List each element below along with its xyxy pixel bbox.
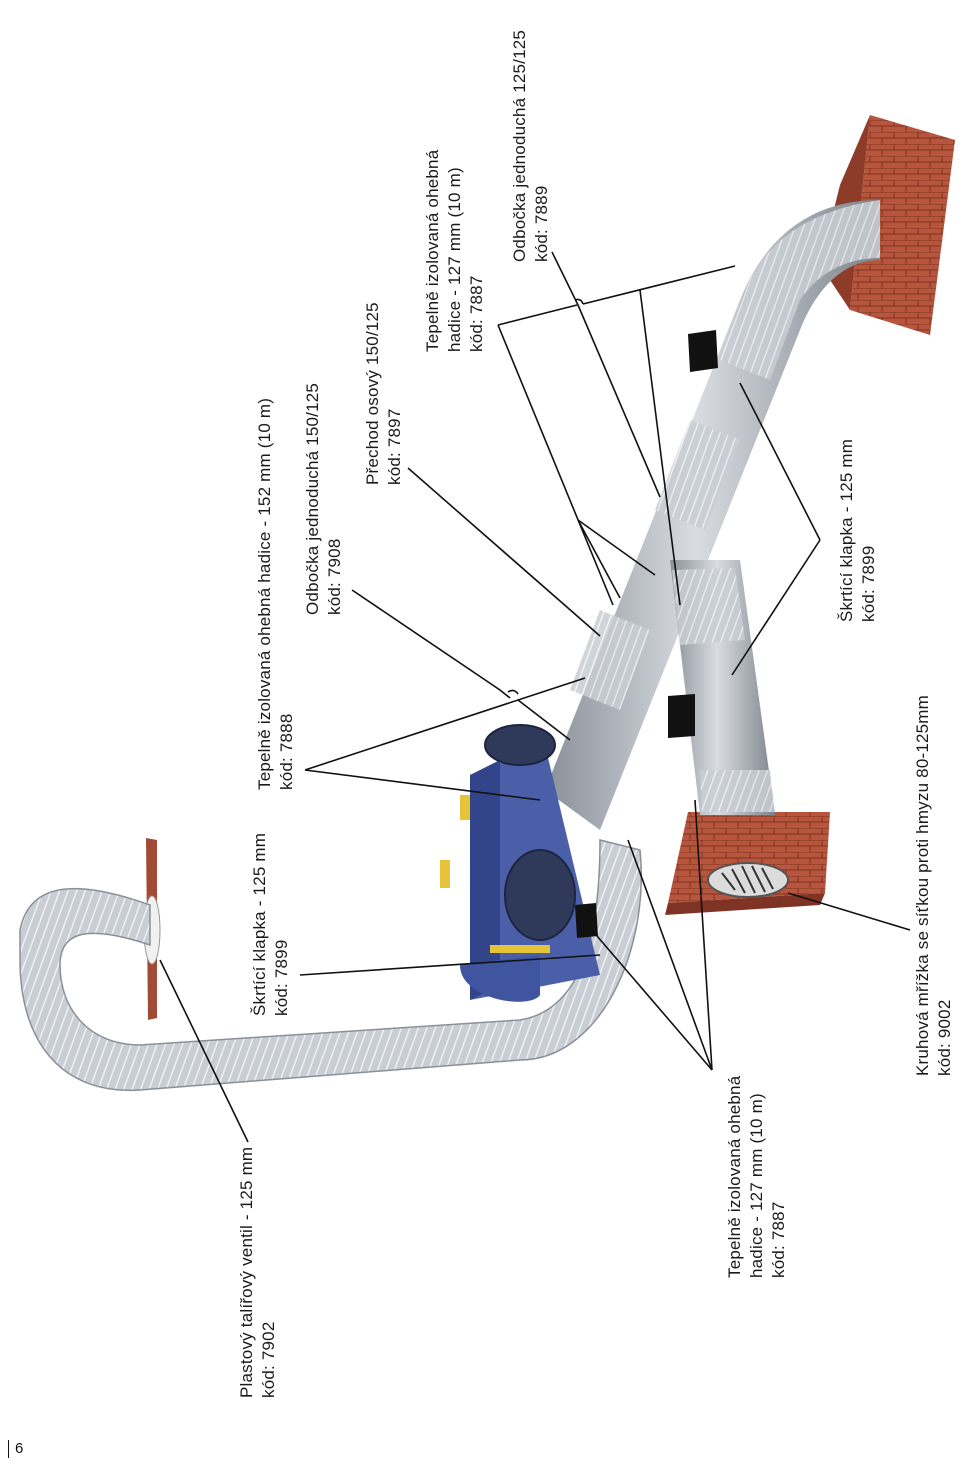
label-klapka-right: Škrtící klapka - 125 mm kód: 7899 — [837, 439, 878, 622]
damper-middle — [668, 694, 695, 738]
label-klapka-left-line1: Škrtící klapka - 125 mm — [250, 833, 269, 1016]
label-hadice-127-top-line1: Tepelně izolovaná ohebná — [423, 149, 442, 352]
label-odbocka-150: Odbočka jednoduchá 150/125 kód: 7908 — [303, 383, 344, 615]
label-hadice-152: Tepelně izolovaná ohebná hadice - 152 mm… — [255, 398, 296, 790]
label-hadice-127-bottom-line3: kód: 7887 — [769, 1202, 788, 1278]
label-klapka-left: Škrtící klapka - 125 mm kód: 7899 — [250, 833, 291, 1016]
label-hadice-127-bottom-line2: hadice - 127 mm (10 m) — [747, 1093, 766, 1278]
label-mrizka: Kruhová mřížka se síťkou proti hmyzu 80-… — [913, 695, 954, 1076]
label-klapka-left-line2: kód: 7899 — [272, 940, 291, 1016]
label-hadice-127-top-line3: kód: 7887 — [467, 276, 486, 352]
label-odbocka-125-line1: Odbočka jednoduchá 125/125 — [510, 30, 529, 262]
duct-branch — [670, 560, 775, 815]
label-hadice-127-bottom: Tepelně izolovaná ohebná hadice - 127 mm… — [725, 1075, 788, 1278]
label-prechod-line2: kód: 7897 — [385, 409, 404, 485]
duct-loop — [19, 839, 642, 1091]
label-prechod: Přechod osový 150/125 kód: 7897 — [363, 302, 404, 485]
label-odbocka-150-line1: Odbočka jednoduchá 150/125 — [303, 383, 322, 615]
label-hadice-152-line1: Tepelně izolovaná ohebná hadice - 152 mm… — [255, 398, 274, 790]
label-klapka-right-line1: Škrtící klapka - 125 mm — [837, 439, 856, 622]
label-hadice-127-top: Tepelně izolovaná ohebná hadice - 127 mm… — [423, 149, 486, 352]
label-hadice-152-line2: kód: 7888 — [277, 714, 296, 790]
leader-lines — [159, 251, 911, 1143]
label-hadice-127-bottom-line1: Tepelně izolovaná ohebná — [725, 1075, 744, 1278]
round-grille — [707, 862, 789, 898]
label-mrizka-line1: Kruhová mřížka se síťkou proti hmyzu 80-… — [913, 695, 932, 1076]
label-hadice-127-top-line2: hadice - 127 mm (10 m) — [445, 167, 464, 352]
label-klapka-right-line2: kód: 7899 — [859, 546, 878, 622]
duct-main — [545, 200, 880, 830]
label-ventil: Plastový talířový ventil - 125 mm kód: 7… — [237, 1147, 278, 1398]
page-number: 6 — [8, 1440, 23, 1458]
label-prechod-line1: Přechod osový 150/125 — [363, 302, 382, 485]
label-odbocka-125-line2: kód: 7889 — [532, 186, 551, 262]
label-mrizka-line2: kód: 9002 — [935, 1000, 954, 1076]
label-ventil-line2: kód: 7902 — [259, 1322, 278, 1398]
damper-top — [688, 330, 718, 372]
fan-unit — [440, 724, 600, 1002]
label-odbocka-125: Odbočka jednoduchá 125/125 kód: 7889 — [510, 30, 551, 262]
label-ventil-line1: Plastový talířový ventil - 125 mm — [237, 1147, 256, 1398]
label-odbocka-150-line2: kód: 7908 — [325, 539, 344, 615]
